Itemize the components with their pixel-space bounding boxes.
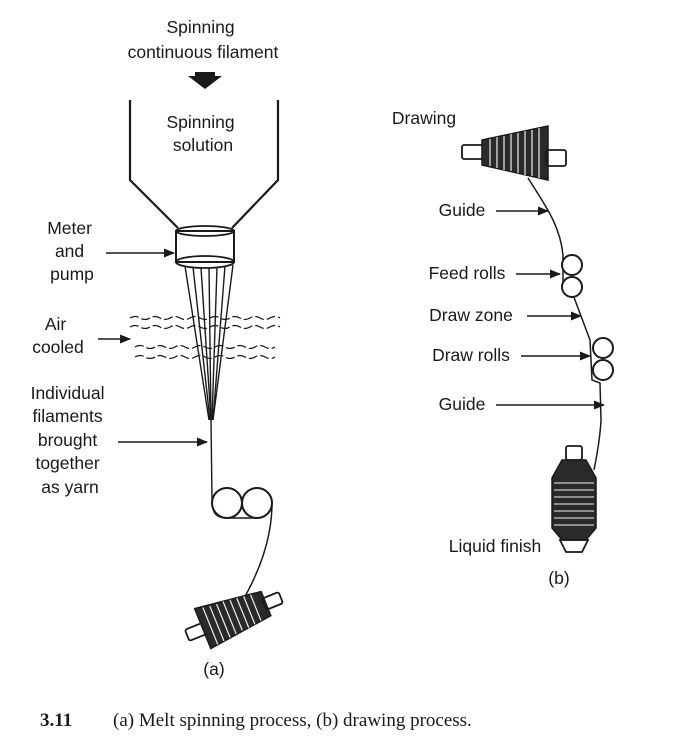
label-drawing: Drawing [392,108,456,128]
panel-b-label: (b) [548,568,569,588]
thick-down-arrow-icon [188,72,222,89]
caption-number: 3.11 [40,710,72,731]
label-individual-filaments: Individual filaments brought together as… [31,383,110,497]
roller-pair-icon [561,254,583,298]
roller-pair-icon [592,337,614,381]
label-spinning-solution: Spinning solution [167,112,240,155]
caption-text: (a) Melt spinning process, (b) drawing p… [113,710,472,731]
spinning-hopper [128,100,280,229]
label-spinning-continuous-filament: Spinning continuous filament [128,17,279,62]
label-draw-zone: Draw zone [429,305,513,325]
air-cooling-waves [129,315,281,360]
yarn-spool-icon [461,125,567,181]
label-meter-and-pump: Meter and pump [47,218,97,284]
meter-pump-spinneret [175,225,235,269]
label-guide-bottom: Guide [439,394,486,414]
panel-b: Drawing [392,108,614,588]
panel-a: Spinning continuous filament Spinning so… [31,17,284,679]
filaments [184,264,234,501]
label-feed-rolls: Feed rolls [429,263,506,283]
label-guide-top: Guide [439,200,486,220]
label-liquid-finish: Liquid finish [449,536,541,556]
roller-pair-icon [211,487,273,519]
panel-a-label: (a) [203,659,224,679]
figure-caption: 3.11 (a) Melt spinning process, (b) draw… [40,710,472,731]
label-air-cooled: Air cooled [32,314,84,357]
label-draw-rolls: Draw rolls [432,345,510,365]
yarn-bobbin-icon [551,445,597,553]
yarn-spool-icon [184,590,284,650]
yarn-path-b [527,177,602,471]
